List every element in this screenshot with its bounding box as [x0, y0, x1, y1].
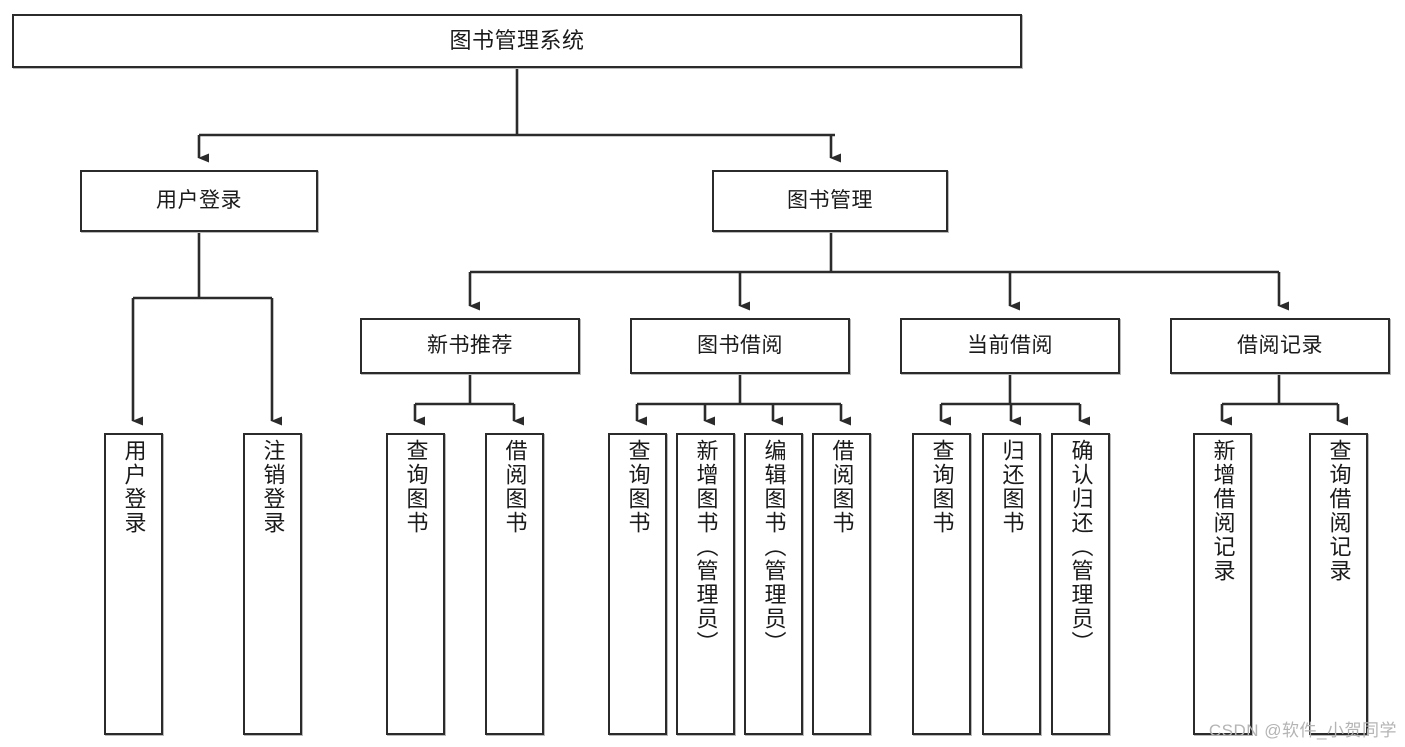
leaf-add-book-admin[interactable]: 新增图书（管理员）: [676, 433, 735, 735]
leaf-add-borrow-record[interactable]: 新增借阅记录: [1193, 433, 1252, 735]
leaf-user-login[interactable]: 用户登录: [104, 433, 163, 735]
node-current-borrow[interactable]: 当前借阅: [900, 318, 1120, 374]
node-label: 借阅图书: [829, 439, 855, 535]
node-label: 归还图书: [999, 439, 1025, 535]
leaf-return-book[interactable]: 归还图书: [982, 433, 1041, 735]
node-label: 当前借阅: [967, 333, 1053, 357]
node-label: 注销登录: [260, 439, 286, 535]
node-label: 借阅图书: [502, 439, 528, 535]
node-label: 图书管理: [787, 188, 873, 212]
node-root-book-management-system[interactable]: 图书管理系统: [12, 14, 1022, 68]
node-label: 借阅记录: [1237, 333, 1323, 357]
leaf-logout[interactable]: 注销登录: [243, 433, 302, 735]
node-label: 编辑图书（管理员）: [761, 439, 787, 655]
node-label: 图书管理系统: [449, 28, 585, 54]
leaf-borrow-book[interactable]: 借阅图书: [812, 433, 871, 735]
node-label: 新书推荐: [427, 333, 513, 357]
node-new-book-recommend[interactable]: 新书推荐: [360, 318, 580, 374]
node-label: 确认归还（管理员）: [1068, 439, 1094, 655]
leaf-edit-book-admin[interactable]: 编辑图书（管理员）: [744, 433, 803, 735]
node-book-management[interactable]: 图书管理: [712, 170, 948, 232]
leaf-query-book-recommend[interactable]: 查询图书: [386, 433, 445, 735]
leaf-query-borrow-record[interactable]: 查询借阅记录: [1309, 433, 1368, 735]
leaf-query-book-borrow[interactable]: 查询图书: [608, 433, 667, 735]
node-label: 查询借阅记录: [1326, 439, 1352, 583]
node-label: 新增借阅记录: [1210, 439, 1236, 583]
node-book-borrow[interactable]: 图书借阅: [630, 318, 850, 374]
node-label: 查询图书: [403, 439, 429, 535]
node-borrow-record[interactable]: 借阅记录: [1170, 318, 1390, 374]
node-label: 图书借阅: [697, 333, 783, 357]
node-label: 用户登录: [121, 439, 147, 535]
node-label: 新增图书（管理员）: [693, 439, 719, 655]
node-label: 用户登录: [156, 188, 242, 212]
node-label: 查询图书: [929, 439, 955, 535]
leaf-query-book-current[interactable]: 查询图书: [912, 433, 971, 735]
leaf-confirm-return-admin[interactable]: 确认归还（管理员）: [1051, 433, 1110, 735]
node-user-login[interactable]: 用户登录: [80, 170, 318, 232]
node-label: 查询图书: [625, 439, 651, 535]
leaf-borrow-book-recommend[interactable]: 借阅图书: [485, 433, 544, 735]
